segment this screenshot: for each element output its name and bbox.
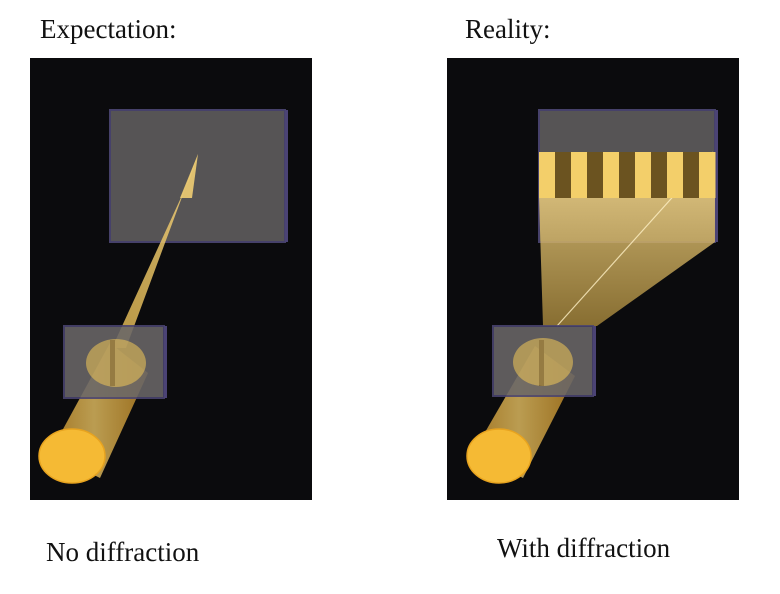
reality-panel	[447, 58, 739, 500]
column-cap-rim	[38, 428, 106, 484]
back-screen-edge	[715, 110, 718, 242]
fringe-dark	[587, 152, 604, 198]
fringe-pattern	[539, 152, 716, 198]
beam-spot	[180, 154, 198, 198]
reality-title: Reality:	[465, 14, 551, 44]
slit-plate-edge	[593, 326, 596, 396]
fringe-bright	[603, 152, 620, 198]
fringe-bright	[539, 152, 556, 198]
column-cap-rim	[466, 428, 532, 484]
slit-plate-edge	[164, 326, 167, 398]
fringe-dark	[619, 152, 636, 198]
fringe-bright	[635, 152, 652, 198]
no-diffraction-caption: No diffraction	[46, 537, 200, 567]
column-near-cap	[39, 429, 105, 483]
column-near-cap	[467, 429, 531, 483]
column-far-cap	[86, 339, 146, 387]
no-diffraction-illustration	[38, 109, 288, 484]
column-far-cap	[513, 338, 573, 386]
with-diffraction-caption: With diffraction	[497, 533, 671, 563]
fringe-dark	[683, 152, 700, 198]
expectation-panel	[30, 58, 312, 500]
back-screen-edge	[285, 110, 288, 242]
fringe-bright	[571, 152, 588, 198]
back-screen	[109, 109, 286, 243]
fringe-dark	[555, 152, 572, 198]
diffraction-illustration	[466, 109, 718, 484]
diffraction-fan	[539, 198, 715, 326]
fringe-bright	[667, 152, 684, 198]
fringe-bright	[699, 152, 716, 198]
expectation-title: Expectation:	[40, 14, 177, 44]
fringe-dark	[651, 152, 668, 198]
